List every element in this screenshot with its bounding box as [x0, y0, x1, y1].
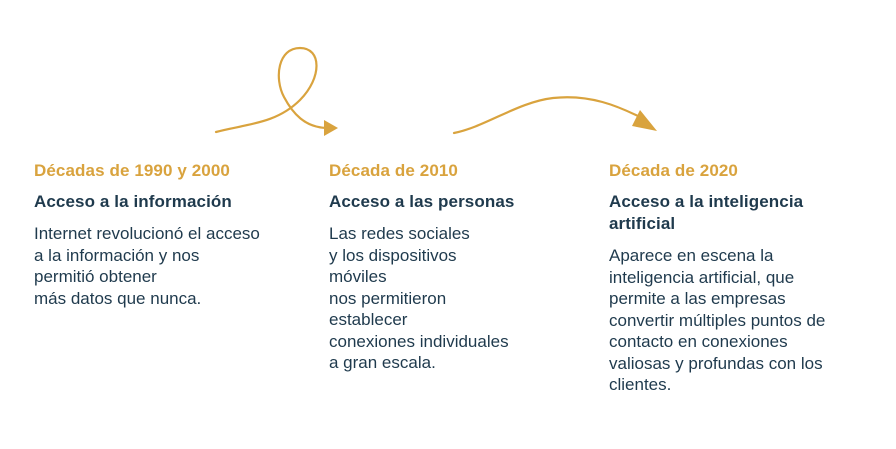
- description-line: contacto en conexiones: [609, 332, 788, 351]
- description-line: permite a las empresas: [609, 289, 786, 308]
- title-line: Acceso a las personas: [329, 192, 515, 211]
- timeline-column-2020s: Década de 2020 Acceso a la inteligencia …: [609, 160, 879, 396]
- description-line: valiosas y profundas con los: [609, 353, 823, 373]
- column-description: Internet revolucionó el acceso a la info…: [34, 223, 314, 309]
- column-description: Aparece en escena la inteligencia artifi…: [609, 245, 879, 396]
- wave-arrowhead-icon: [632, 110, 657, 131]
- description-line: y los dispositivos: [329, 245, 457, 265]
- title-line: Acceso a la inteligencia: [609, 192, 804, 211]
- description-line: Las redes sociales: [329, 224, 470, 243]
- timeline-column-1990s: Décadas de 1990 y 2000 Acceso a la infor…: [34, 160, 314, 309]
- column-title: Acceso a las personas: [329, 191, 589, 213]
- description-line: Internet revolucionó el acceso: [34, 224, 260, 243]
- wave-arrow-path: [452, 96, 644, 135]
- timeline-column-2010s: Década de 2010 Acceso a las personas Las…: [329, 160, 589, 374]
- description-line: conexiones individuales: [329, 331, 509, 351]
- title-line: Acceso a la información: [34, 192, 232, 211]
- description-line: más datos que nunca.: [34, 288, 202, 308]
- description-line: establecer: [329, 310, 408, 329]
- description-line: a gran escala.: [329, 353, 436, 372]
- description-line: móviles: [329, 267, 387, 286]
- description-line: Aparece en escena la: [609, 246, 774, 265]
- description-line: convertir múltiples puntos de: [609, 310, 826, 330]
- column-title: Acceso a la inteligencia artificial: [609, 191, 879, 235]
- column-title: Acceso a la información: [34, 191, 314, 213]
- description-line: nos permitieron: [329, 288, 447, 308]
- era-label: Década de 2010: [329, 161, 458, 180]
- loop-arrow-path: [214, 46, 328, 134]
- loop-arrowhead-icon: [324, 120, 338, 136]
- description-line: permitió obtener: [34, 267, 157, 286]
- era-label: Décadas de 1990 y 2000: [34, 161, 230, 180]
- description-line: a la información y nos: [34, 245, 200, 265]
- era-label: Década de 2020: [609, 161, 738, 180]
- description-line: clientes.: [609, 375, 672, 394]
- description-line: inteligencia artificial, que: [609, 267, 795, 287]
- title-line: artificial: [609, 214, 676, 233]
- column-description: Las redes sociales y los dispositivos mó…: [329, 223, 589, 374]
